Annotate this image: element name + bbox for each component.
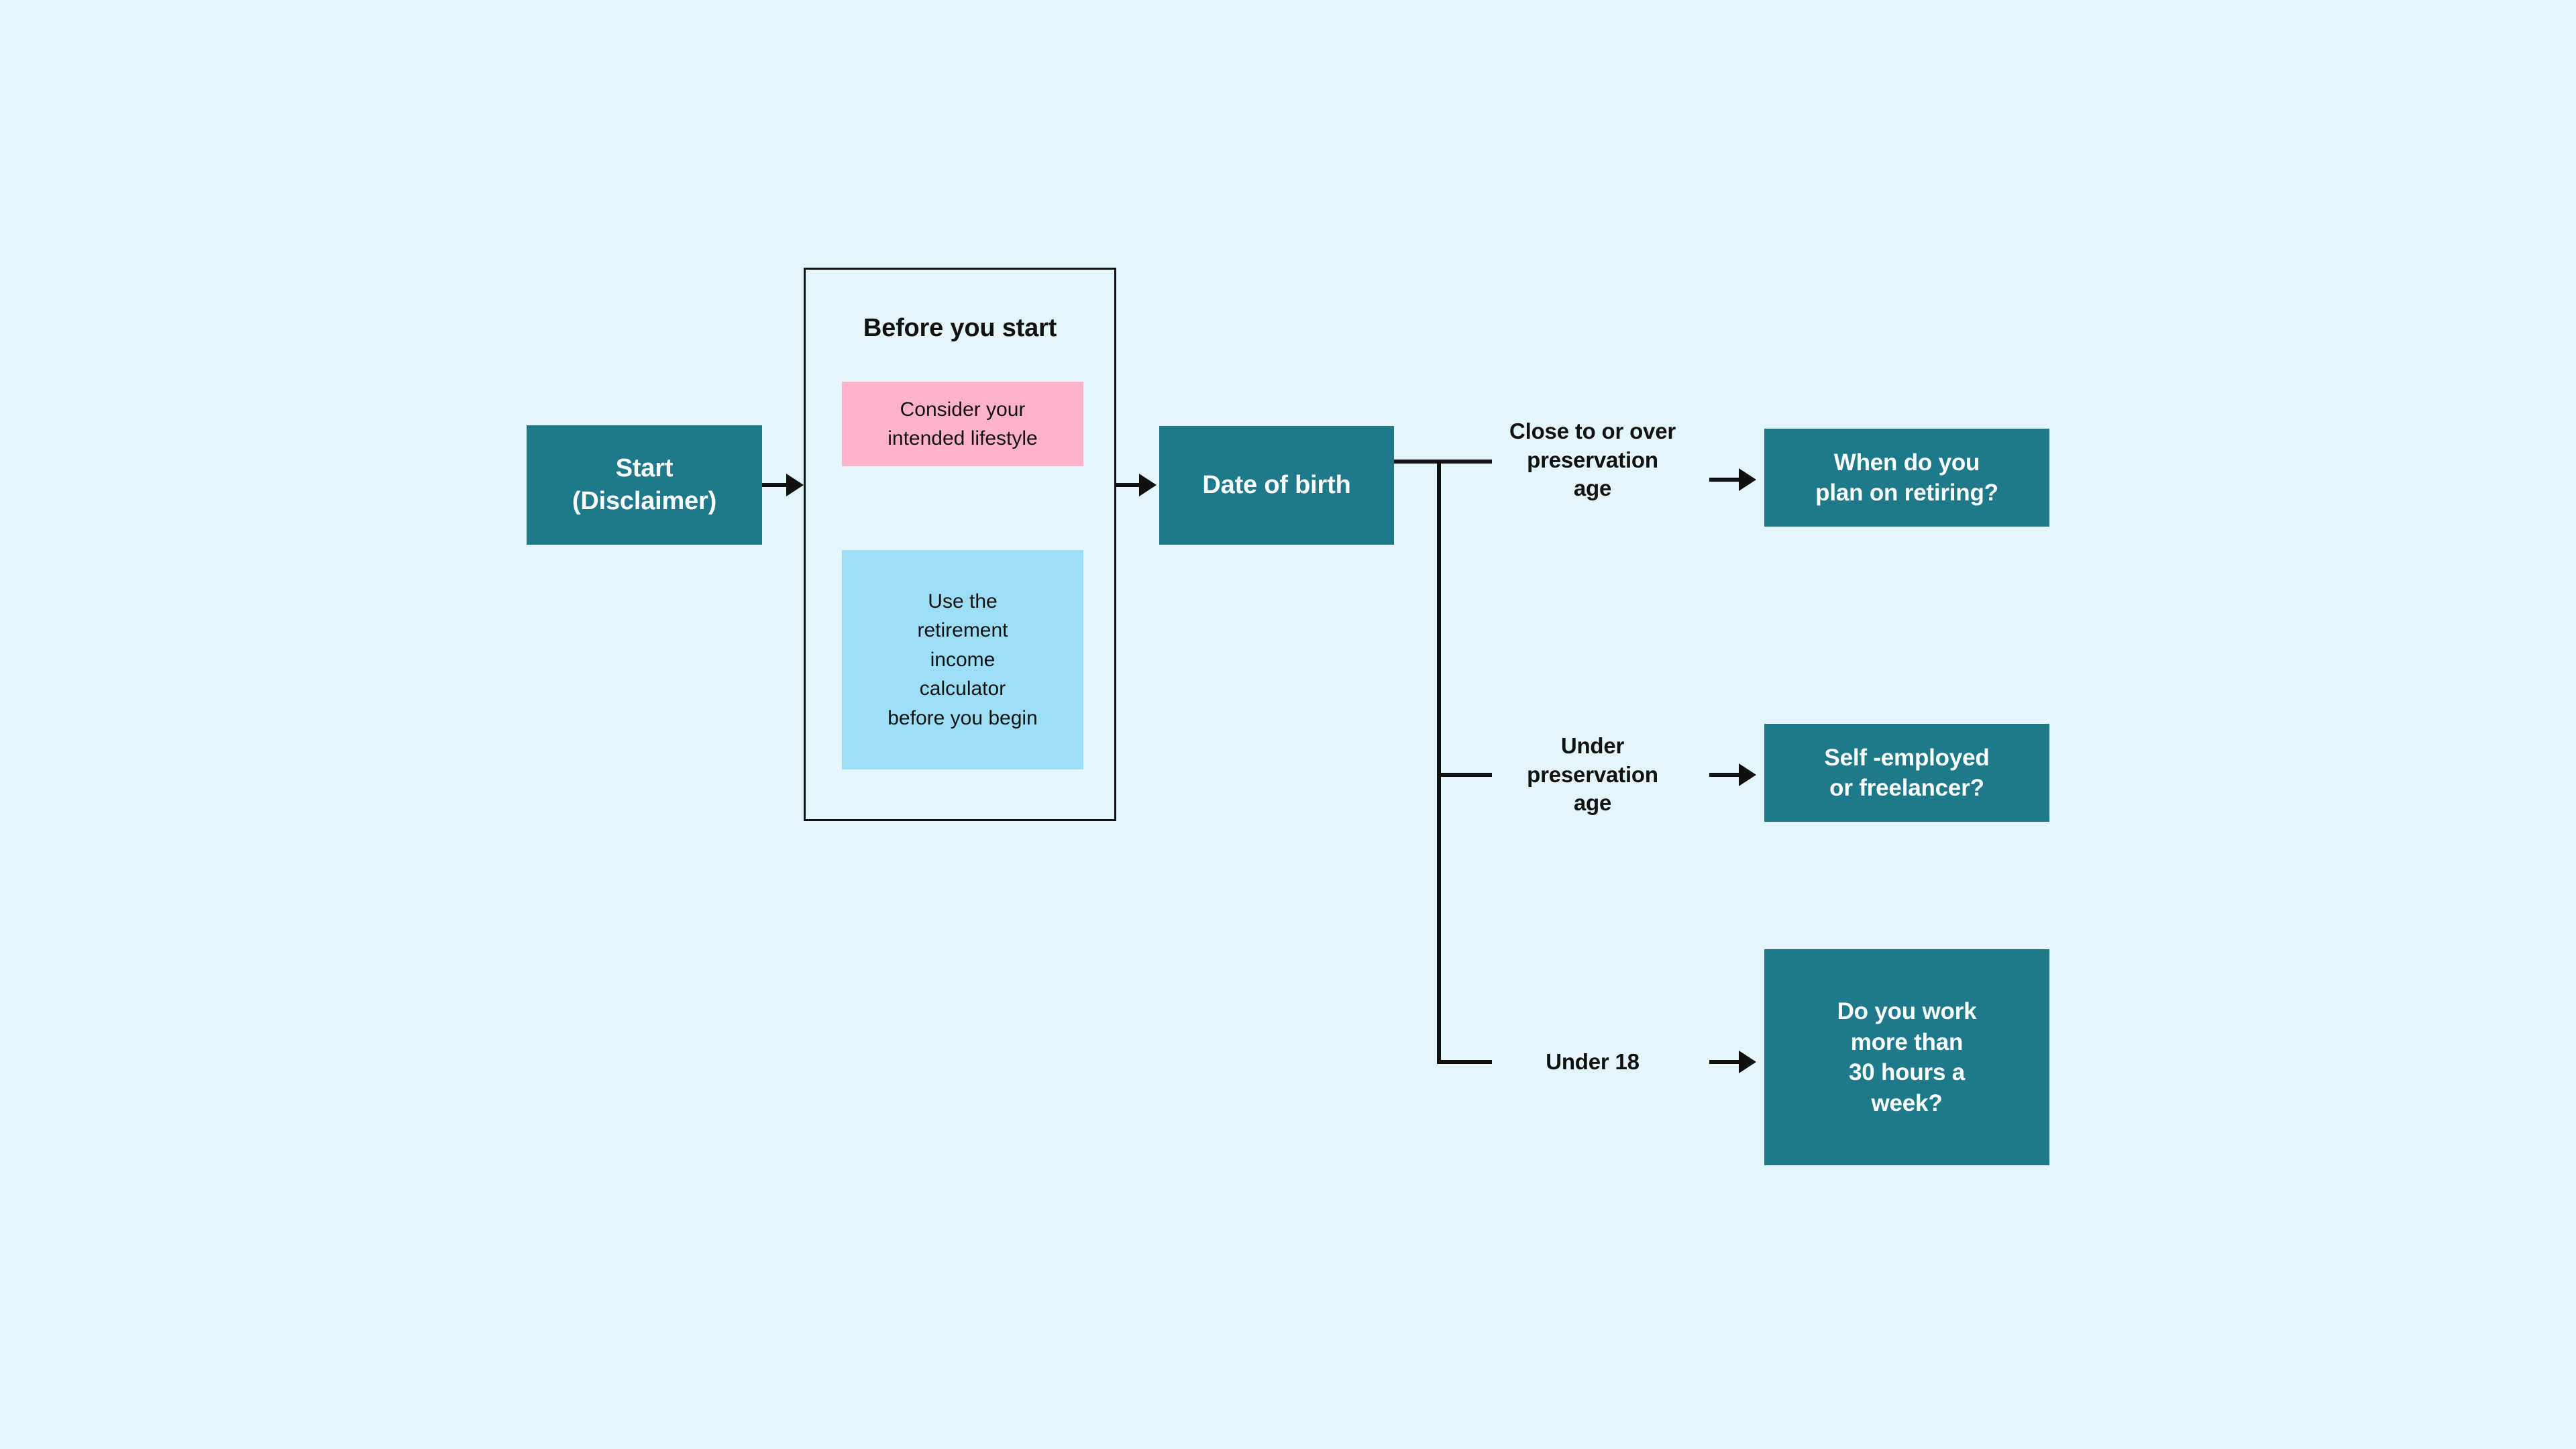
- edge-label-branch2-line1: Under: [1560, 733, 1625, 758]
- connector-start-to-panel: [762, 483, 789, 487]
- connector-branch2-to-node: [1709, 773, 1741, 777]
- connector-branch-1: [1437, 460, 1492, 464]
- card-consider-lifestyle[interactable]: Consider your intended lifestyle: [842, 382, 1083, 466]
- card-retirement-calculator[interactable]: Use the retirement income calculator bef…: [842, 550, 1083, 769]
- card-retirement-calculator-line1: Use the: [928, 590, 998, 612]
- node-self-employed-line2: or freelancer?: [1829, 775, 1984, 801]
- node-start[interactable]: Start (Disclaimer): [527, 425, 762, 545]
- card-retirement-calculator-line2: retirement: [917, 619, 1008, 642]
- node-date-of-birth[interactable]: Date of birth: [1159, 426, 1394, 545]
- edge-label-branch1-line3: age: [1573, 476, 1612, 501]
- node-do-you-work-more-than-30-hours[interactable]: Do you work more than 30 hours a week?: [1764, 949, 2049, 1165]
- connector-branch1-to-node: [1709, 478, 1741, 482]
- node-start-line1: Start: [615, 453, 674, 482]
- node-hours-line3: 30 hours a: [1848, 1059, 1966, 1085]
- node-retiring-line1: When do you: [1833, 449, 1980, 476]
- edge-label-under-preservation-age: Under preservation age: [1492, 728, 1693, 822]
- connector-dob-stub: [1394, 460, 1441, 464]
- node-hours-line1: Do you work: [1837, 998, 1977, 1024]
- arrowhead-panel-to-dob: [1139, 474, 1157, 496]
- edge-label-branch2-line3: age: [1573, 790, 1612, 816]
- arrowhead-branch1: [1739, 468, 1756, 491]
- connector-branch-3: [1437, 1060, 1492, 1064]
- edge-label-branch1-line2: preservation: [1527, 447, 1658, 472]
- connector-branch-2: [1437, 773, 1492, 777]
- arrowhead-branch3: [1739, 1051, 1756, 1073]
- panel-before-you-start-title: Before you start: [863, 314, 1057, 342]
- card-consider-lifestyle-line1: Consider your: [900, 398, 1026, 421]
- node-when-do-you-plan-on-retiring[interactable]: When do you plan on retiring?: [1764, 429, 2049, 527]
- card-retirement-calculator-line5: before you begin: [888, 706, 1038, 729]
- node-self-employed-or-freelancer[interactable]: Self -employed or freelancer?: [1764, 724, 2049, 822]
- connector-panel-to-dob: [1116, 483, 1142, 487]
- edge-label-close-to-or-over-preservation-age: Close to or over preservation age: [1492, 413, 1693, 507]
- connector-branch-spine: [1437, 460, 1441, 1064]
- card-retirement-calculator-line4: calculator: [919, 678, 1006, 700]
- node-retiring-line2: plan on retiring?: [1815, 480, 1998, 506]
- edge-label-branch1-line1: Close to or over: [1509, 418, 1676, 443]
- node-start-line2: (Disclaimer): [572, 487, 717, 515]
- arrowhead-start-to-panel: [786, 474, 804, 496]
- card-retirement-calculator-line3: income: [930, 648, 996, 671]
- card-consider-lifestyle-line2: intended lifestyle: [888, 427, 1038, 449]
- edge-label-branch2-line2: preservation: [1527, 761, 1658, 787]
- panel-before-you-start: Before you start Consider your intended …: [804, 268, 1116, 821]
- node-self-employed-line1: Self -employed: [1824, 744, 1990, 771]
- node-hours-line2: more than: [1850, 1028, 1964, 1055]
- edge-label-branch3-line1: Under 18: [1546, 1049, 1640, 1074]
- arrowhead-branch2: [1739, 763, 1756, 786]
- node-date-of-birth-label: Date of birth: [1202, 470, 1351, 499]
- connector-branch3-to-node: [1709, 1060, 1741, 1064]
- node-hours-line4: week?: [1871, 1089, 1943, 1116]
- edge-label-under-18: Under 18: [1492, 1038, 1693, 1085]
